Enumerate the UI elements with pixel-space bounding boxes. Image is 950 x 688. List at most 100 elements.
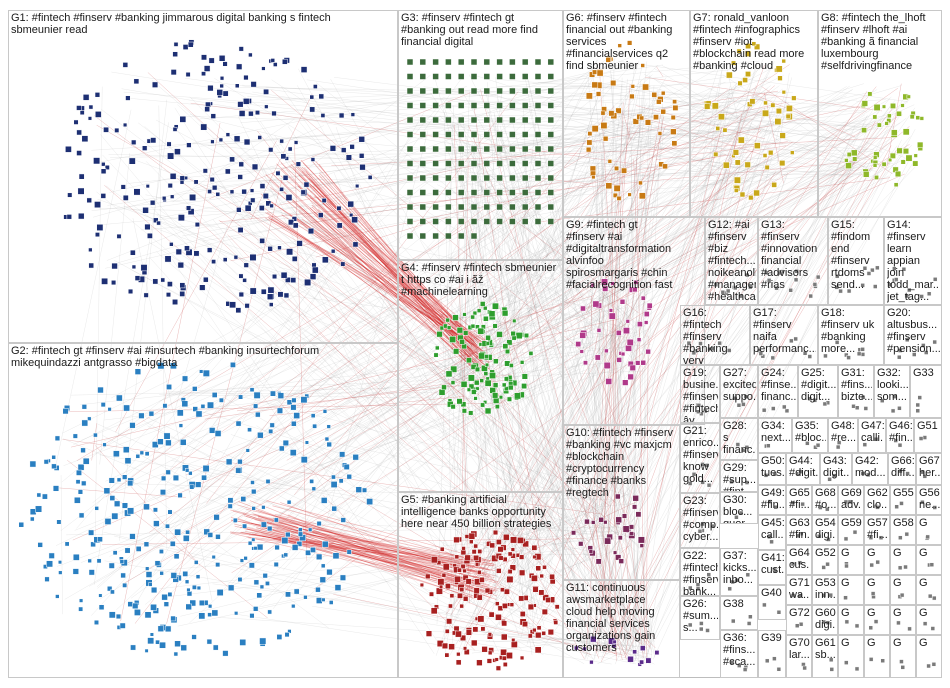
node[interactable] — [86, 197, 92, 204]
node[interactable] — [222, 61, 228, 67]
node[interactable] — [122, 122, 128, 128]
node[interactable] — [116, 233, 122, 239]
node[interactable] — [131, 139, 137, 145]
node[interactable] — [222, 257, 228, 262]
node[interactable] — [149, 200, 156, 206]
node[interactable] — [227, 497, 234, 504]
node[interactable] — [170, 194, 175, 199]
node[interactable] — [253, 403, 259, 409]
node[interactable] — [338, 478, 344, 484]
node[interactable] — [341, 147, 347, 153]
node[interactable] — [358, 136, 365, 143]
node[interactable] — [160, 475, 167, 481]
node[interactable] — [142, 145, 148, 151]
node[interactable] — [100, 168, 107, 175]
node[interactable] — [242, 98, 250, 105]
node[interactable] — [164, 255, 172, 263]
node[interactable] — [330, 481, 338, 488]
node[interactable] — [351, 216, 358, 224]
node[interactable] — [367, 175, 373, 180]
node[interactable] — [229, 189, 235, 194]
node[interactable] — [100, 402, 106, 408]
node[interactable] — [67, 192, 73, 198]
node[interactable] — [229, 301, 237, 309]
node[interactable] — [193, 250, 200, 257]
node[interactable] — [320, 113, 326, 118]
node[interactable] — [179, 282, 186, 289]
node[interactable] — [133, 78, 140, 85]
node[interactable] — [249, 253, 257, 261]
node[interactable] — [210, 113, 216, 119]
node[interactable] — [331, 505, 337, 512]
node[interactable] — [255, 110, 260, 116]
node[interactable] — [124, 457, 132, 465]
node[interactable] — [90, 541, 96, 548]
node[interactable] — [160, 277, 166, 283]
node[interactable] — [248, 52, 253, 58]
node[interactable] — [57, 560, 63, 565]
node[interactable] — [186, 205, 192, 211]
node[interactable] — [125, 95, 131, 101]
node[interactable] — [270, 58, 275, 63]
node[interactable] — [175, 248, 182, 255]
node[interactable] — [130, 249, 136, 256]
node[interactable] — [275, 170, 281, 176]
node[interactable] — [244, 204, 252, 212]
node[interactable] — [201, 71, 206, 77]
node[interactable] — [162, 196, 167, 201]
node[interactable] — [224, 168, 231, 175]
node[interactable] — [282, 58, 288, 65]
node[interactable] — [145, 184, 150, 189]
node[interactable] — [242, 278, 247, 283]
node[interactable] — [352, 241, 359, 248]
node[interactable] — [318, 93, 325, 100]
node[interactable] — [209, 177, 215, 183]
node[interactable] — [338, 112, 345, 119]
node[interactable] — [249, 188, 255, 193]
node[interactable] — [165, 439, 172, 447]
node[interactable] — [347, 200, 354, 208]
node[interactable] — [180, 644, 187, 651]
node[interactable] — [218, 137, 224, 143]
node[interactable] — [144, 611, 152, 619]
node[interactable] — [265, 200, 272, 207]
node[interactable] — [285, 194, 293, 201]
node[interactable] — [79, 598, 84, 603]
node[interactable] — [108, 562, 115, 569]
node[interactable] — [203, 276, 209, 283]
node[interactable] — [235, 420, 242, 427]
node[interactable] — [300, 66, 308, 73]
node[interactable] — [107, 586, 113, 592]
node[interactable] — [358, 153, 365, 159]
node[interactable] — [173, 651, 179, 657]
node[interactable] — [292, 222, 299, 229]
node[interactable] — [259, 238, 265, 244]
node[interactable] — [331, 474, 336, 480]
node[interactable] — [208, 57, 215, 64]
node[interactable] — [93, 432, 98, 438]
node[interactable] — [321, 198, 327, 203]
node[interactable] — [277, 291, 284, 298]
node[interactable] — [280, 153, 287, 160]
node[interactable] — [225, 132, 231, 137]
node[interactable] — [201, 54, 207, 61]
node[interactable] — [269, 302, 274, 307]
node[interactable] — [111, 512, 119, 520]
node[interactable] — [147, 232, 153, 239]
node[interactable] — [172, 51, 178, 57]
node[interactable] — [122, 194, 129, 201]
node[interactable] — [179, 175, 185, 181]
node[interactable] — [336, 205, 342, 211]
node[interactable] — [269, 203, 274, 208]
node[interactable] — [273, 62, 278, 67]
node[interactable] — [234, 83, 240, 89]
node[interactable] — [200, 123, 208, 131]
node[interactable] — [128, 157, 136, 165]
node[interactable] — [29, 460, 37, 468]
node[interactable] — [133, 188, 141, 196]
node[interactable] — [203, 528, 210, 536]
node[interactable] — [151, 81, 159, 88]
node[interactable] — [318, 212, 324, 218]
node[interactable] — [277, 245, 282, 250]
node[interactable] — [179, 115, 187, 123]
